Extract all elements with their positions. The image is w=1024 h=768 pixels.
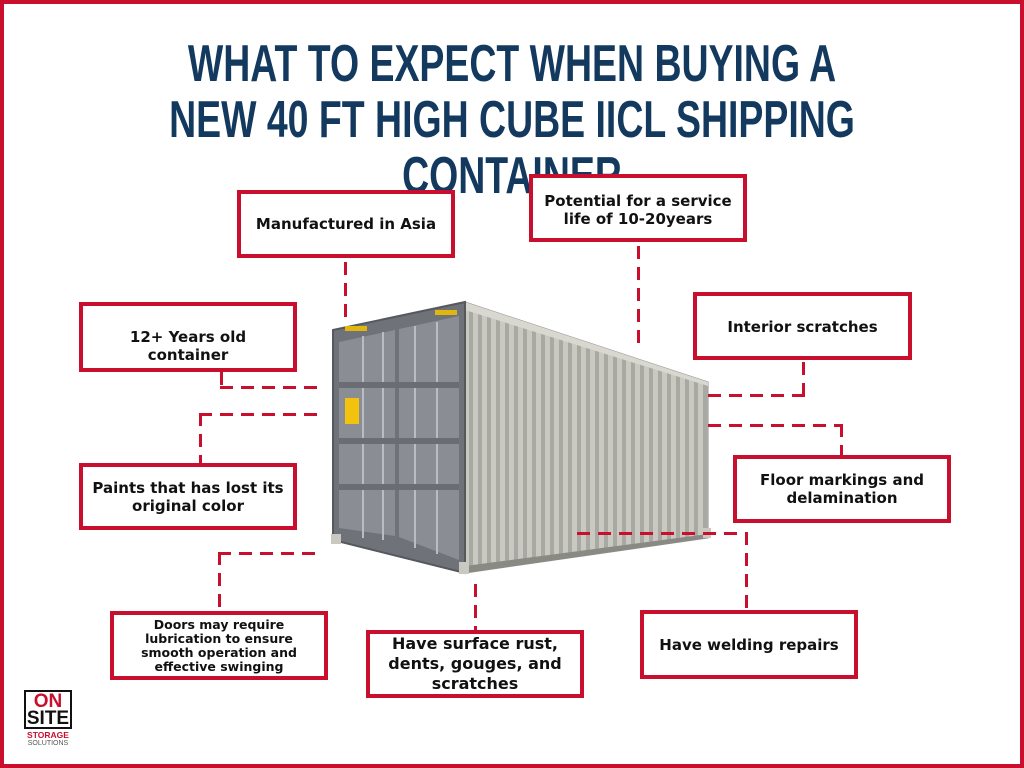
title-line-2: NEW 40 FT HIGH CUBE IICL SHIPPING CONTAI… xyxy=(169,91,855,205)
connector-welding-v xyxy=(745,532,748,610)
logo-site: SITE xyxy=(26,708,70,729)
logo-on: ON xyxy=(33,691,63,712)
callout-text: Potential for a service life of 10-20yea… xyxy=(544,192,732,228)
connector-doors-v xyxy=(218,552,221,611)
callout-text: Have surface rust, dents, gouges, and sc… xyxy=(388,634,562,693)
connector-welding-h xyxy=(577,532,747,535)
logo-storage: STORAGE xyxy=(27,730,69,740)
logo-mark: ON SITE xyxy=(24,690,72,729)
logo-solutions: SOLUTIONS xyxy=(27,740,69,747)
connector-paint-h xyxy=(199,413,321,416)
callout-service-life: Potential for a service life of 10-20yea… xyxy=(529,174,747,242)
connector-manufactured xyxy=(344,262,347,320)
connector-age-v xyxy=(220,372,223,388)
callout-text: Interior scratches xyxy=(727,318,878,336)
callout-welding: Have welding repairs xyxy=(640,610,858,679)
connector-rust xyxy=(474,584,477,630)
connector-interior-h xyxy=(708,394,805,397)
shipping-container-image xyxy=(331,300,711,575)
onsite-storage-logo: ON SITE STORAGE SOLUTIONS xyxy=(24,690,72,748)
caution-label xyxy=(345,398,359,424)
callout-rust: Have surface rust, dents, gouges, and sc… xyxy=(366,630,584,698)
connector-interior-v xyxy=(802,362,805,396)
connector-age-h xyxy=(220,386,322,389)
callout-text: Paints that has lost its original color xyxy=(92,478,284,515)
callout-text: Have welding repairs xyxy=(659,635,839,654)
connector-floor-h xyxy=(708,424,842,427)
callout-age: 12+ Years old container xyxy=(79,302,297,372)
callout-doors: Doors may require lubrication to ensure … xyxy=(110,611,328,680)
callout-text: Manufactured in Asia xyxy=(255,215,437,233)
callout-text: Doors may require lubrication to ensure … xyxy=(141,616,297,674)
callout-text: Floor markings and delamination xyxy=(760,471,924,507)
callout-floor: Floor markings and delamination xyxy=(733,455,951,523)
connector-service-life xyxy=(637,246,640,346)
callout-paint: Paints that has lost its original color xyxy=(79,463,297,530)
connector-paint-v xyxy=(199,413,202,463)
callout-interior: Interior scratches xyxy=(693,292,912,360)
page-title: WHAT TO EXPECT WHEN BUYING A NEW 40 FT H… xyxy=(143,36,880,204)
connector-floor-v xyxy=(840,424,843,455)
connector-doors-h xyxy=(218,552,322,555)
title-line-1: WHAT TO EXPECT WHEN BUYING A xyxy=(187,35,837,93)
callout-manufactured: Manufactured in Asia xyxy=(237,190,455,258)
callout-text: 12+ Years old container xyxy=(129,328,247,364)
